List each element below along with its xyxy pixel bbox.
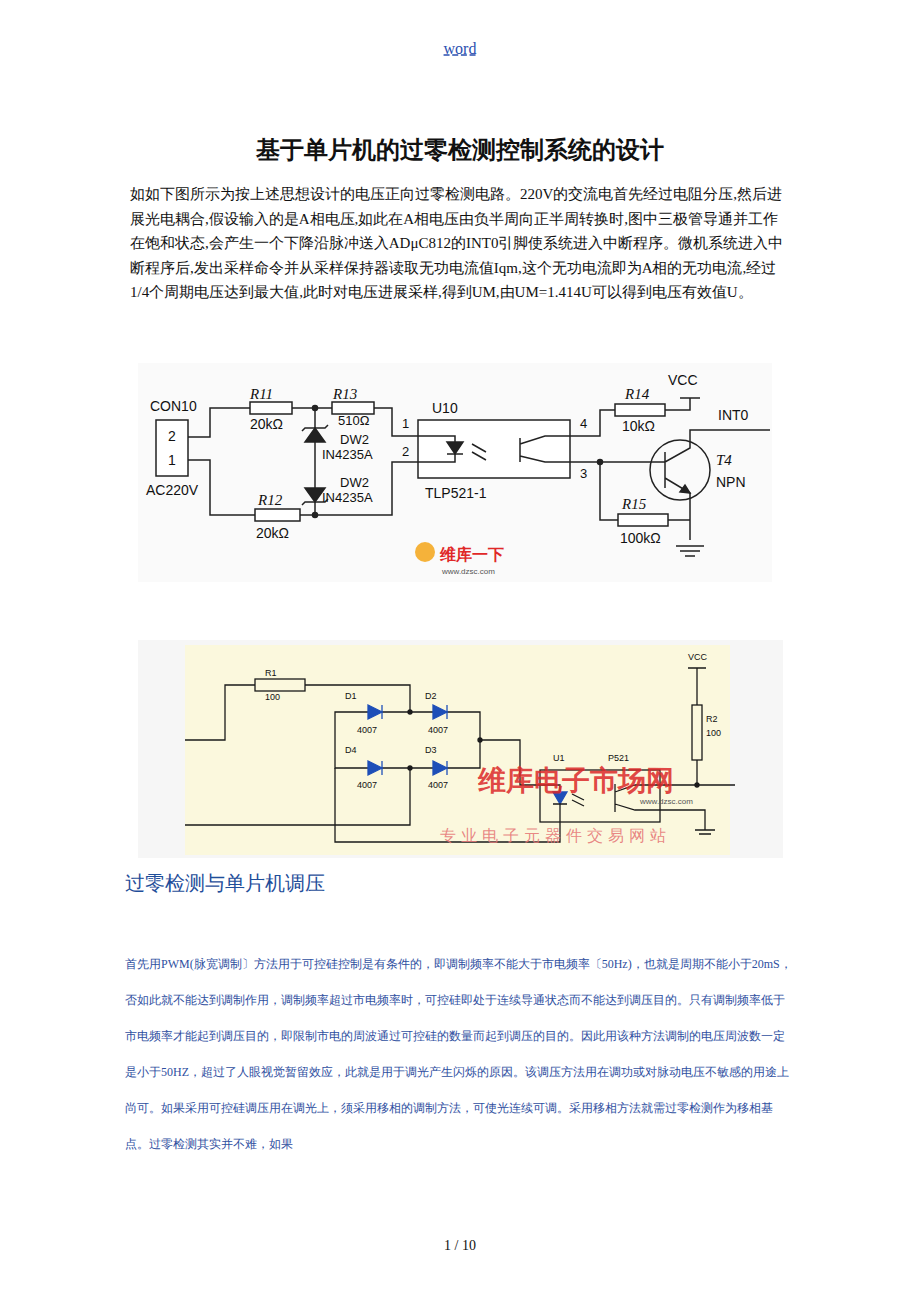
- part-value: 4007: [357, 780, 377, 790]
- watermark: 专业电子元器件交易网站: [440, 826, 671, 847]
- part-name: D4: [345, 745, 357, 755]
- optocoupler-box: [418, 420, 570, 478]
- part-name: R13: [333, 386, 357, 403]
- part-value: 4007: [357, 725, 377, 735]
- part-value: 100kΩ: [620, 530, 661, 546]
- part-value: TLP521-1: [425, 485, 486, 501]
- part-value: 510Ω: [338, 413, 369, 428]
- part-value: 10kΩ: [622, 418, 655, 434]
- body-paragraph: 首先用PWM(脉宽调制〕方法用于可控硅控制是有条件的，即调制频率不能大于市电频率…: [125, 946, 793, 1162]
- part-name: T4: [716, 452, 732, 469]
- part-name: R14: [625, 386, 649, 403]
- resistor-symbol: [332, 402, 374, 414]
- part-value: IN4235A: [322, 490, 373, 505]
- part-name: U10: [432, 400, 458, 416]
- signal-name: INT0: [718, 407, 748, 423]
- pin-number: 2: [168, 428, 176, 444]
- part-name: R15: [622, 496, 646, 513]
- signal-name: VCC: [668, 372, 698, 388]
- resistor-symbol: [615, 404, 665, 416]
- part-value: 100: [706, 728, 721, 738]
- part-name: R12: [258, 492, 282, 509]
- pin-number: 3: [580, 466, 587, 481]
- part-name: D3: [425, 745, 437, 755]
- pin-number: 4: [580, 416, 587, 431]
- part-value: 4007: [428, 780, 448, 790]
- part-value: IN4235A: [322, 447, 373, 462]
- part-name: CON10: [150, 398, 197, 414]
- watermark: www.dzsc.com: [640, 797, 693, 806]
- part-value: NPN: [716, 474, 746, 490]
- header-word: word: [444, 40, 477, 58]
- zener-symbol: [305, 428, 325, 442]
- part-value: AC220V: [146, 482, 198, 498]
- resistor-symbol: [255, 679, 305, 691]
- watermark: 维库一下: [440, 545, 504, 566]
- watermark: www.dzsc.com: [442, 567, 495, 576]
- part-value: 20kΩ: [256, 525, 289, 541]
- resistor-symbol: [692, 705, 702, 760]
- part-name: U1: [553, 753, 565, 763]
- part-name: D2: [425, 691, 437, 701]
- schematic-1: [138, 363, 772, 582]
- resistor-symbol: [255, 509, 300, 521]
- part-name: R1: [265, 668, 277, 678]
- part-name: DW2: [340, 475, 369, 490]
- schematic-2: [138, 640, 783, 858]
- part-name: P521: [608, 753, 629, 763]
- pin-number: 1: [168, 452, 176, 468]
- page-title: 基于单片机的过零检测控制系统的设计: [256, 134, 664, 166]
- part-name: DW2: [340, 432, 369, 447]
- part-name: R2: [706, 714, 718, 724]
- part-value: 100: [265, 692, 280, 702]
- part-value: 20kΩ: [250, 416, 283, 432]
- part-value: 4007: [428, 725, 448, 735]
- pin-number: 1: [402, 416, 409, 431]
- logo-mark: [415, 542, 435, 562]
- part-name: R11: [250, 386, 273, 403]
- watermark: 维库电子市场网: [478, 762, 674, 800]
- resistor-symbol: [250, 402, 292, 414]
- resistor-symbol: [618, 514, 668, 526]
- transistor-symbol: [650, 440, 710, 500]
- page-number: 1 / 10: [444, 1238, 476, 1254]
- signal-name: VCC: [688, 652, 707, 662]
- body-paragraph: 如如下图所示为按上述思想设计的电压正向过零检测电路。220V的交流电首先经过电阻…: [130, 182, 792, 305]
- pin-number: 2: [402, 444, 409, 459]
- connector-symbol: [156, 420, 188, 476]
- part-name: D1: [345, 691, 357, 701]
- section-heading: 过零检测与单片机调压: [125, 870, 325, 897]
